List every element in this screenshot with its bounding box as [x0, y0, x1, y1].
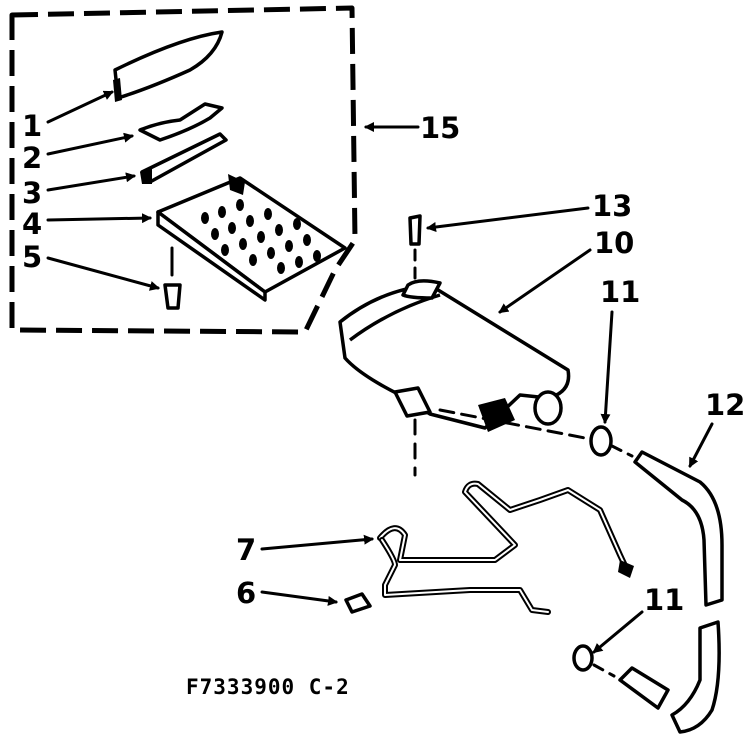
part-13-screw: [408, 214, 422, 246]
part-12-hose: [633, 450, 724, 734]
part-6-clip: [344, 592, 372, 614]
callout-6: 6: [236, 576, 256, 610]
part-4-tray: [156, 174, 347, 302]
diagram-caption: F7333900 C-2: [186, 675, 350, 699]
callout-10: 10: [594, 226, 634, 260]
connector-tube: [618, 666, 670, 710]
part-11-clamp-lower: [572, 644, 594, 672]
part-7-wire: [377, 480, 631, 575]
callout-12: 12: [705, 388, 745, 422]
callout-5: 5: [22, 240, 42, 274]
callout-4: 4: [22, 207, 42, 241]
callout-2: 2: [22, 141, 42, 175]
part-2-clip: [138, 102, 224, 142]
callout-15: 15: [420, 111, 460, 145]
assembly-box-15: [9, 5, 358, 335]
leader-lines: [46, 90, 714, 654]
part-1-cover: [113, 30, 224, 102]
callout-3: 3: [22, 176, 42, 210]
callout-7: 7: [236, 533, 256, 567]
callout-11-lower: 11: [644, 583, 684, 617]
callout-1: 1: [22, 109, 42, 143]
part-3-bracket: [140, 132, 228, 184]
part-10-housing: [338, 279, 571, 432]
callout-13: 13: [592, 189, 632, 223]
callout-11-upper: 11: [600, 275, 640, 309]
part-5-screw: [163, 246, 182, 310]
part-11-clamp-upper: [589, 425, 613, 457]
